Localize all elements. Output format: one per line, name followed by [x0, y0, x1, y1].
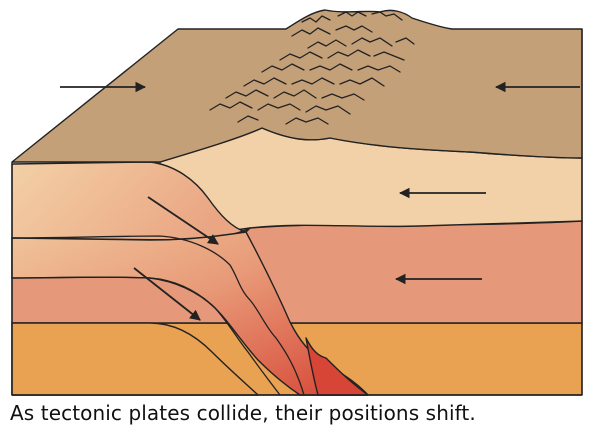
slab-boundary-line-lower [11, 276, 281, 396]
mountain-ridges [209, 11, 415, 125]
arrow-slab-lower [133, 267, 201, 321]
arrow-slab-upper [147, 196, 219, 245]
diagram-caption: As tectonic plates collide, their positi… [10, 401, 476, 425]
subducting-slab-lower [11, 322, 259, 396]
surface-plate [11, 9, 583, 163]
slab-red-tip [305, 337, 369, 396]
slab-boundary-line-upper [11, 235, 305, 396]
